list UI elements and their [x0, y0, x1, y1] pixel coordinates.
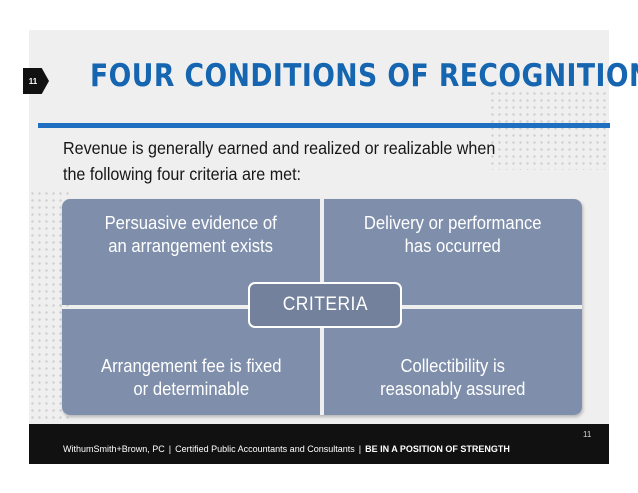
footer-separator: |: [358, 444, 362, 454]
criterion-text-line: Arrangement fee is fixed: [100, 355, 282, 376]
criterion-text-line: has occurred: [404, 235, 502, 256]
intro-line-2: the following four criteria are met:: [63, 164, 302, 184]
criterion-text-line: reasonably assured: [380, 378, 526, 399]
title-divider: [38, 123, 610, 128]
footer-separator: |: [168, 444, 172, 454]
footer-company: WithumSmith+Brown, PC: [63, 444, 165, 454]
criterion-text-line: Delivery or performance: [364, 212, 542, 233]
footer-tagline: Certified Public Accountants and Consult…: [175, 444, 355, 454]
slide-title: FOUR CONDITIONS OF RECOGNITION: [90, 58, 638, 94]
footer-bar: WithumSmith+Brown, PC | Certified Public…: [29, 424, 609, 464]
footer-slogan: BE IN A POSITION OF STRENGTH: [365, 444, 510, 454]
page-badge-number: 11: [28, 76, 38, 86]
criterion-text-line: Persuasive evidence of: [104, 212, 278, 233]
dot-pattern-right: [489, 90, 609, 170]
footer-page-number: 11: [583, 430, 592, 439]
criterion-text-line: Collectibility is: [400, 355, 506, 376]
criteria-center-text: CRITERIA: [282, 294, 368, 315]
criterion-delivery: Delivery or performance has occurred: [324, 199, 582, 305]
criteria-center-label: CRITERIA: [248, 282, 402, 328]
criterion-text-line: or determinable: [133, 378, 249, 399]
intro-text: Revenue is generally earned and realized…: [63, 135, 541, 187]
intro-line-1: Revenue is generally earned and realized…: [63, 138, 496, 158]
criterion-text-line: an arrangement exists: [108, 235, 274, 256]
criteria-matrix: Persuasive evidence of an arrangement ex…: [62, 199, 582, 415]
criterion-persuasive-evidence: Persuasive evidence of an arrangement ex…: [62, 199, 320, 305]
